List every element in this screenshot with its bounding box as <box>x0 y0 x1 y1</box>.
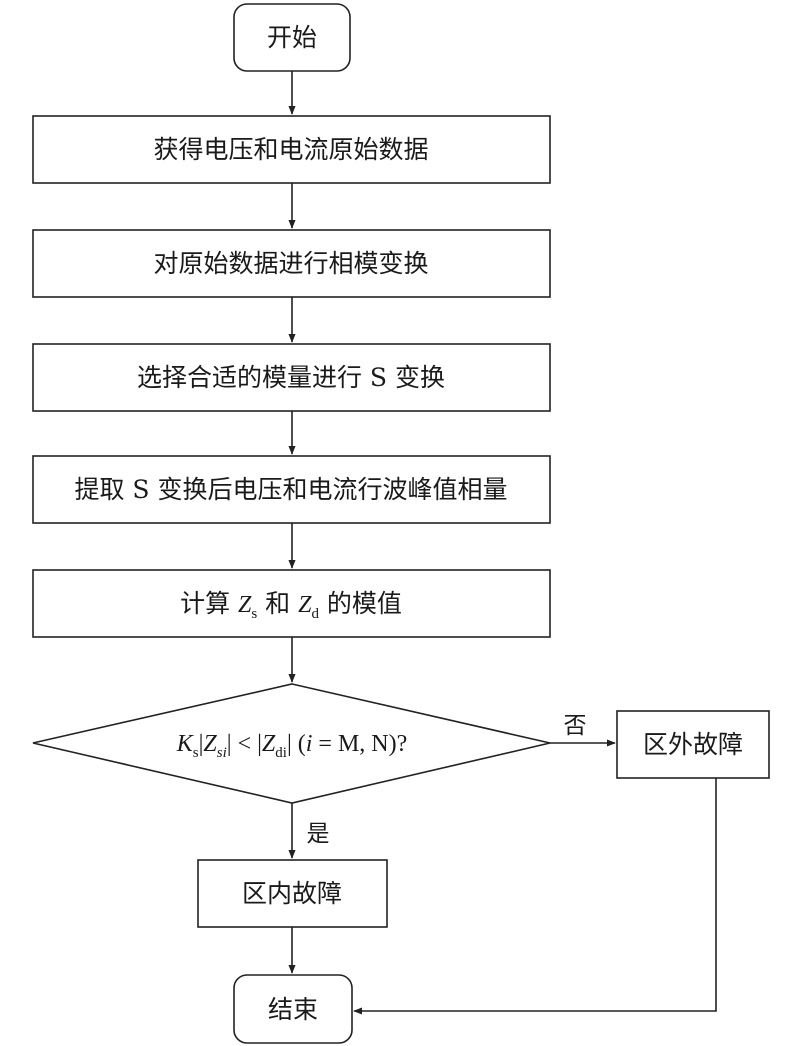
step5-var-zd-sub: d <box>311 606 319 622</box>
step5-prefix: 计算 <box>180 589 238 618</box>
decision-z1-sub: si <box>217 745 227 761</box>
step3-node-label: 选择合适的模量进行 S 变换 <box>137 363 445 392</box>
step4-node-shape <box>32 455 551 524</box>
start-node-label: 开始 <box>267 23 317 52</box>
internal-fault-node-shape <box>197 859 388 928</box>
step2-node-label: 对原始数据进行相模变换 <box>153 249 428 278</box>
decision-k-sub: s <box>193 745 199 761</box>
decision-k: K <box>176 731 195 757</box>
step1-node-shape <box>32 115 551 184</box>
internal-fault-label: 区内故障 <box>242 879 342 908</box>
step5-var-zd: Z <box>298 592 312 618</box>
external-fault-label: 区外故障 <box>643 730 743 759</box>
end-node-shape <box>233 974 353 1044</box>
step3-node: 选择合适的模量进行 S 变换 <box>32 343 551 412</box>
step5-node-shape <box>32 569 551 638</box>
decision-i: i <box>306 731 313 757</box>
end-node: 结束 <box>233 974 353 1044</box>
decision-z2-sub: di <box>275 745 287 761</box>
decision-z1: Z <box>203 731 217 757</box>
no-branch-label: 否 <box>564 713 587 739</box>
end-node-label: 结束 <box>268 995 318 1024</box>
step5-node: 计算 Zs 和 Zd 的模值 <box>32 569 551 638</box>
decision-tail-close: = M, N)? <box>312 731 407 757</box>
decision-bar1: | <box>199 731 204 757</box>
start-node: 开始 <box>233 3 351 72</box>
arrow-external-to-end <box>353 778 717 1015</box>
step4-node: 提取 S 变换后电压和电流行波峰值相量 <box>32 455 551 524</box>
step4-node-label: 提取 S 变换后电压和电流行波峰值相量 <box>74 475 507 504</box>
step5-var-zs: Z <box>238 592 252 618</box>
decision-z2: Z <box>262 731 276 757</box>
step3-node-shape <box>32 343 551 412</box>
external-fault-node: 区外故障 <box>616 710 770 779</box>
step5-var-zs-sub: s <box>251 606 257 622</box>
decision-less: | < | <box>227 731 262 757</box>
step1-node: 获得电压和电流原始数据 <box>32 115 551 184</box>
step2-node: 对原始数据进行相模变换 <box>32 229 551 298</box>
yes-branch-label: 是 <box>307 821 330 847</box>
step5-suffix: 的模值 <box>319 589 402 618</box>
decision-node: Ks|Zsi| < |Zdi| (i = M, N)? <box>32 683 551 804</box>
step1-node-label: 获得电压和电流原始数据 <box>153 135 428 164</box>
step5-node-label: 计算 Zs 和 Zd 的模值 <box>180 589 402 622</box>
decision-tail-open: | ( <box>287 731 306 757</box>
step5-middle: 和 <box>257 589 298 618</box>
external-fault-node-shape <box>616 710 770 779</box>
internal-fault-node: 区内故障 <box>197 859 388 928</box>
decision-node-label: Ks|Zsi| < |Zdi| (i = M, N)? <box>176 731 408 761</box>
